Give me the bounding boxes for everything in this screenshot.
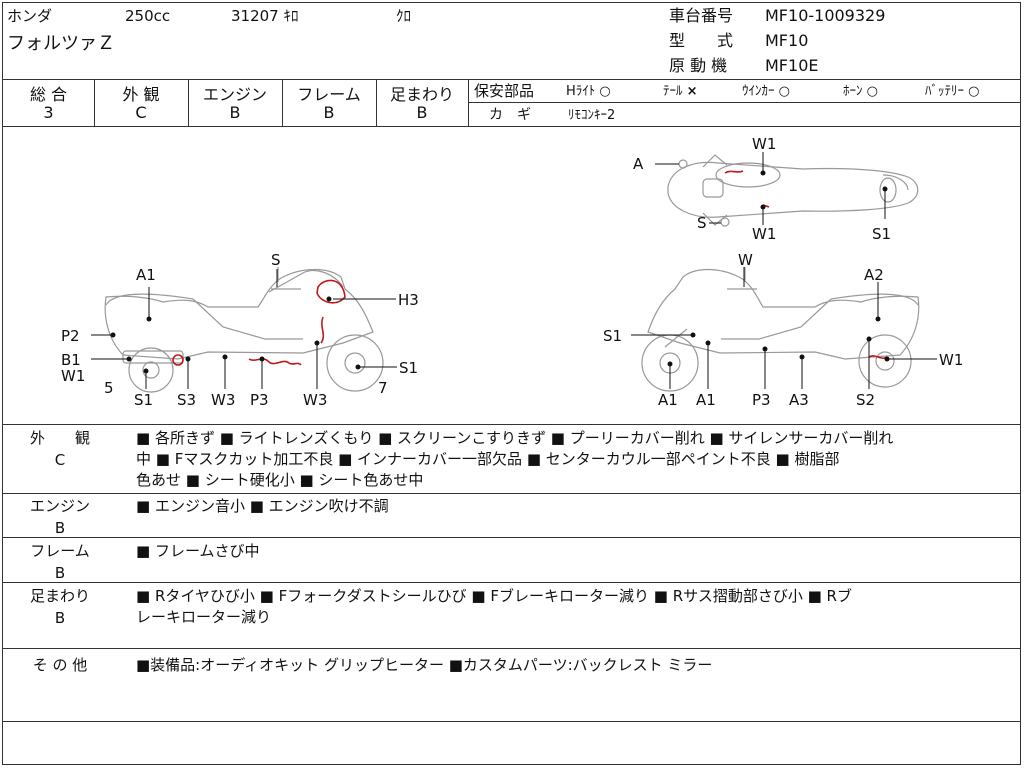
scooter-top-view: [667, 154, 919, 227]
maker: ホンダ: [7, 7, 53, 25]
safety-item-battery: ﾊﾞｯﾃﾘｰ ○: [925, 84, 980, 99]
remark-engine-text: ■ エンジン音小 ■ エンジン吹け不調: [136, 497, 389, 515]
frame-label: フレーム: [297, 85, 361, 104]
overall-label: 総 合: [29, 85, 68, 104]
left-label-5: 5: [104, 379, 114, 397]
overall-grade: 3: [43, 103, 54, 122]
frame-no-label: 車台番号: [669, 6, 734, 25]
safety-item-tail: ﾃｰﾙ ×: [663, 84, 698, 99]
remark-frame-text: ■ フレームさび中: [136, 542, 260, 560]
damage-marks-left: [172, 279, 346, 366]
engine-label: エンジン: [202, 85, 267, 104]
left-label-s: S: [271, 251, 281, 269]
frame-grade: B: [323, 103, 335, 122]
engine-code-label: 原 動 機: [669, 56, 728, 75]
right-label-a3: A3: [789, 391, 809, 409]
remark-other-label: そ の 他: [32, 656, 88, 674]
left-label-p2: P2: [61, 327, 80, 345]
suspension-label: 足まわり: [389, 85, 454, 104]
mileage: 31207 ｷﾛ: [231, 7, 299, 25]
check-mark-icon: ○: [599, 84, 611, 99]
remark-exterior-label: 外 観 C: [29, 429, 90, 469]
left-label-s3: S3: [177, 391, 196, 409]
engine-code: MF10E: [765, 56, 819, 75]
check-mark-icon: ○: [968, 84, 980, 99]
color: ｸﾛ: [396, 7, 412, 25]
right-label-w1: W1: [939, 351, 963, 369]
cross-mark-icon: ×: [686, 84, 698, 99]
left-label-s1-rear: S1: [399, 359, 418, 377]
left-label-h3: H3: [398, 291, 419, 309]
right-label-w: W: [738, 251, 753, 269]
divider: [3, 79, 1020, 80]
right-label-p3: P3: [752, 391, 771, 409]
exterior-grade: C: [135, 103, 147, 122]
key-label: カ ギ: [489, 107, 531, 123]
left-label-7: 7: [378, 379, 388, 397]
model-name: フォルツァＺ: [7, 33, 115, 54]
left-label-b1: B1: [61, 351, 81, 369]
scooter-right-view: [641, 267, 920, 392]
left-label-s1: S1: [134, 391, 153, 409]
remark-suspension-text: ■ Rタイヤひび小 ■ Fフォークダストシールひび ■ Fブレーキローター減り …: [136, 587, 852, 626]
remark-other-text: ■装備品:オーディオキット グリップヒーター ■カスタムパーツ:バックレスト ミ…: [136, 656, 713, 674]
damage-marks-top: [724, 170, 770, 208]
remark-exterior-text: ■ 各所きず ■ ライトレンズくもり ■ スクリーンこすりきず ■ プーリーカバ…: [136, 429, 894, 489]
safety-item-horn: ﾎｰﾝ ○: [843, 84, 878, 99]
left-label-w3-rear: W3: [303, 391, 327, 409]
safety-label: 保安部品: [474, 82, 535, 100]
remark-frame-label: フレーム B: [30, 542, 90, 582]
right-label-a2: A2: [864, 266, 884, 284]
check-mark-icon: ○: [778, 84, 790, 99]
left-label-w3: W3: [211, 391, 235, 409]
left-label-a1: A1: [136, 266, 156, 284]
remark-suspension-label: 足まわり B: [29, 587, 90, 627]
engine-grade: B: [229, 103, 241, 122]
top-label-w1: W1: [752, 135, 776, 153]
scooter-left-view: [104, 267, 384, 393]
exterior-label: 外 観: [122, 85, 160, 104]
safety-item-winker: ｳｲﾝｶｰ ○: [742, 84, 790, 99]
callout-lines: [91, 152, 937, 389]
damage-diagram: A W1 S W1 S1 S A1 H3 P2 B1 W1 5 S1 S3 W3…: [61, 135, 963, 409]
top-label-w1-lower: W1: [752, 225, 776, 243]
right-label-s2: S2: [856, 391, 875, 409]
right-label-a1-front: A1: [658, 391, 678, 409]
model-code: MF10: [765, 31, 809, 50]
frame-no: MF10-1009329: [765, 6, 886, 25]
left-label-w1: W1: [61, 367, 85, 385]
right-label-s1: S1: [603, 327, 622, 345]
check-mark-icon: ○: [866, 84, 878, 99]
callout-dots: [110, 170, 890, 374]
left-label-p3: P3: [250, 391, 269, 409]
suspension-grade: B: [416, 103, 428, 122]
model-code-label: 型 式: [669, 31, 734, 50]
right-label-a1: A1: [696, 391, 716, 409]
remark-engine-label: エンジン B: [29, 497, 90, 537]
displacement: 250cc: [125, 7, 171, 25]
top-label-s: S: [697, 214, 707, 232]
key-value: ﾘﾓｺﾝｷｰ2: [568, 108, 616, 123]
top-label-a: A: [633, 155, 644, 173]
top-label-s1: S1: [872, 225, 891, 243]
safety-item-headlight: Hﾗｲﾄ ○: [566, 84, 611, 99]
